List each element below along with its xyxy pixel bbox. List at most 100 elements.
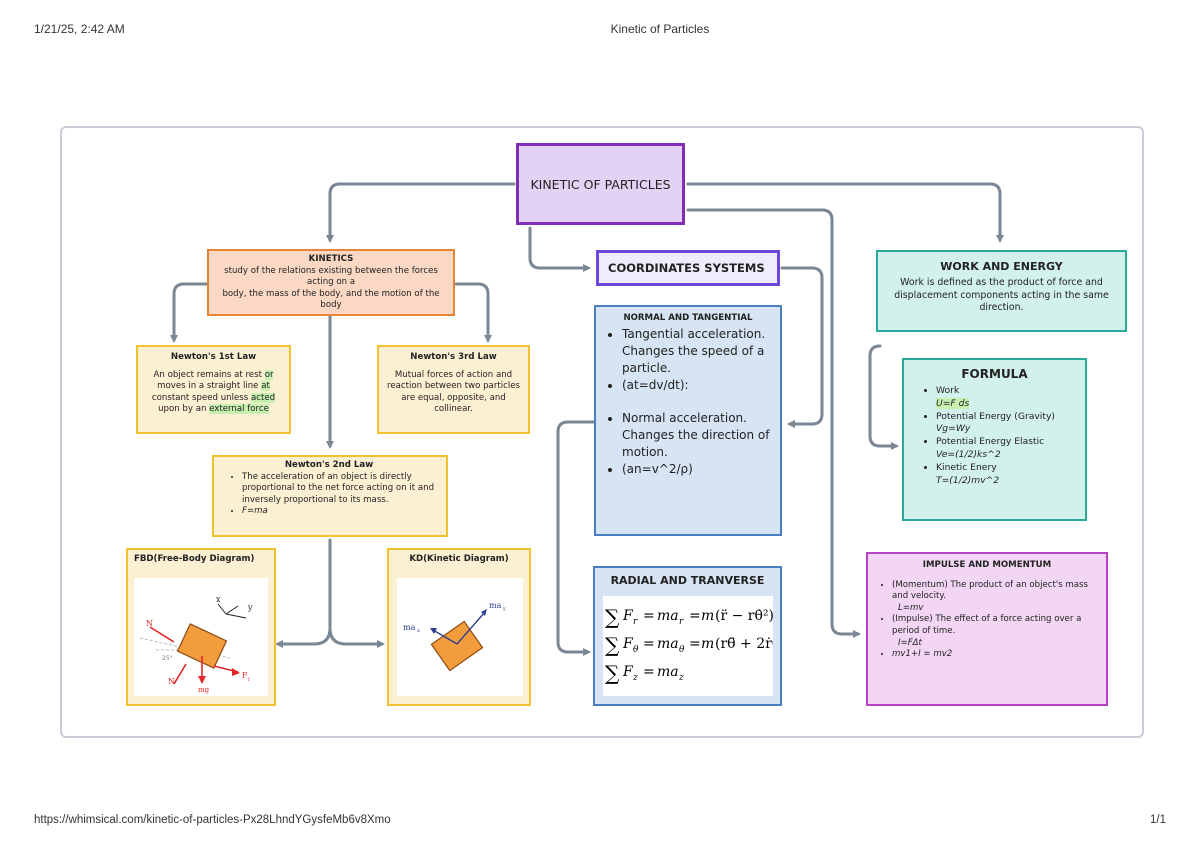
formula-title: FORMULA [961,367,1028,381]
newton1-text-part: moves in a straight line [157,381,262,392]
eq-equals: = [689,636,701,652]
fbd-figure: N x y 25° mg F f N [134,578,268,696]
normal-tangential-node[interactable]: NORMAL AND TANGENTIAL Tangential acceler… [594,305,782,536]
footer-page: 1/1 [1150,814,1166,826]
kd-label-may-sub: y [502,606,506,612]
impulse-item: (Impulse) The effect of a force acting o… [892,614,1098,649]
newton1-text: An object remains at rest or moves in a … [144,369,283,416]
sum-sign: ∑ [605,633,620,657]
fbd-label-fr-sub: f [248,677,251,683]
impulse-text: (Momentum) The product of an object's ma… [892,579,1089,602]
formula-label: Potential Energy (Gravity) [936,410,1055,422]
normal-acceleration-item: Normal acceleration. Changes the directi… [622,410,772,461]
eq2-rhs: (rθ̈ + 2ṙθ̇) [715,636,773,652]
eq-equals: = [643,608,655,624]
momentum-item: (Momentum) The product of an object's ma… [892,580,1098,615]
fbd-label-x: x [216,595,221,604]
newton1-text-part: upon by an [158,404,210,415]
kd-figure: ma y ma x [397,578,523,696]
work-energy-node[interactable]: WORK AND ENERGY Work is defined as the p… [876,250,1127,332]
eq3-ma-sub: z [678,673,684,683]
eq3-sub: z [632,673,638,683]
kd-title: KD(Kinetic Diagram) [409,554,509,564]
fbd-title: FBD(Free-Body Diagram) [134,554,255,564]
newton2-node[interactable]: Newton's 2nd Law The acceleration of an … [212,455,448,537]
eq-equals: = [643,636,655,652]
fbd-label-fr: F [242,671,248,680]
eq2-ma: ma [657,636,679,652]
eq1-m: m [701,608,714,624]
impulse-text: (Impulse) The effect of a force acting o… [892,614,1082,636]
radial-equations: ∑ F r = ma r = m (r̈ − rθ̇²) ∑ F θ = ma … [605,605,786,685]
fbd-label-n: N [146,619,153,628]
header-title: Kinetic of Particles [610,22,710,36]
newton2-bullet-formula: F=ma [242,506,438,518]
footer-url[interactable]: https://whimsical.com/kinetic-of-particl… [34,814,391,826]
newton2-list: The acceleration of an object is directl… [220,472,438,518]
header-datetime: 1/21/25, 2:42 AM [34,22,125,36]
fbd-node[interactable]: FBD(Free-Body Diagram) N x y 25° mg F f … [126,548,276,706]
work-energy-title: WORK AND ENERGY [940,260,1063,273]
newton3-title: Newton's 3rd Law [410,352,497,362]
newton1-text-part: constant speed unless [151,392,251,403]
formula-eq: U=F ds [936,397,970,409]
impulse-momentum-title: IMPULSE AND MOMENTUM [922,560,1052,570]
formula-item-pe-gravity: Potential Energy (Gravity)Vg=Wy [936,411,1077,437]
kinetics-line-1: study of the relations existing between … [224,265,438,288]
fbd-label-n2: N [168,677,175,686]
eq1-sub: r [633,617,638,627]
tangential-formula-item: (at=dv/dt): [622,377,772,394]
root-label: KINETIC OF PARTICLES [530,176,671,192]
newton3-node[interactable]: Newton's 3rd Law Mutual forces of action… [377,345,530,434]
kd-label-max-sub: x [417,628,420,634]
eq1-rhs: (r̈ − rθ̇²) [715,608,773,624]
eq2-ma-sub: θ [679,645,685,655]
kd-label-max: ma [403,623,416,632]
newton2-bullet: The acceleration of an object is directl… [242,472,438,507]
kinetics-title: KINETICS [308,254,354,264]
impulse-eq: I=FΔt [898,637,922,648]
formula-eq: Vg=Wy [936,423,971,435]
eq1-ma: ma [657,608,679,624]
tangential-acceleration-item: Tangential acceleration. Changes the spe… [622,326,772,377]
work-energy-text: Work is defined as the product of force … [894,276,1109,314]
newton1-highlight-external-force: external force [209,404,269,415]
kinetics-node[interactable]: KINETICS study of the relations existing… [207,249,455,316]
kd-node[interactable]: KD(Kinetic Diagram) ma y ma x [387,548,531,706]
newton1-highlight-acted: acted [250,392,276,403]
newton1-title: Newton's 1st Law [170,352,257,362]
formula-label: Work [936,384,960,396]
newton1-highlight-at: at [261,381,270,392]
radial-transverse-title: RADIAL AND TRANVERSE [610,574,765,587]
fbd-diagram-image: N x y 25° mg F f N [139,595,253,694]
radial-transverse-node[interactable]: RADIAL AND TRANVERSE ∑ F r = ma r = m (r… [593,566,786,706]
root-node[interactable]: KINETIC OF PARTICLES [516,143,685,225]
fbd-label-mg: mg [198,686,210,694]
eq-equals: = [643,664,655,680]
eq-equals: = [689,608,701,624]
kd-diagram-image: ma y ma x [403,601,506,672]
sum-sign: ∑ [605,661,620,685]
newton1-node[interactable]: Newton's 1st Law An object remains at re… [136,345,291,434]
impulse-momentum-node[interactable]: IMPULSE AND MOMENTUM (Momentum) The prod… [866,552,1108,706]
normal-tangential-list: Tangential acceleration. Changes the spe… [604,326,772,478]
eq1-ma-sub: r [679,617,684,627]
formula-label: Kinetic Enery [936,462,997,474]
radial-equations-figure: ∑ F r = ma r = m (r̈ − rθ̇²) ∑ F θ = ma … [603,596,786,696]
formula-label: Potential Energy Elastic [936,436,1045,448]
newton1-highlight-or: or [264,369,274,380]
impulse-text: mv1+I = mv2 [892,649,953,660]
normal-formula-item: (an=v^2/ρ) [622,461,772,478]
eq2-m: m [701,636,714,652]
newton1-text-part: An object remains at rest [153,369,265,380]
eq3-ma: ma [657,664,679,680]
formula-eq: T=(1/2)mv^2 [936,474,1000,486]
coordinates-node[interactable]: COORDINATES SYSTEMS [596,250,780,286]
eq2-f: F [622,636,634,652]
eq1-f: F [622,608,634,624]
normal-tangential-title: NORMAL AND TANGENTIAL [623,313,753,323]
